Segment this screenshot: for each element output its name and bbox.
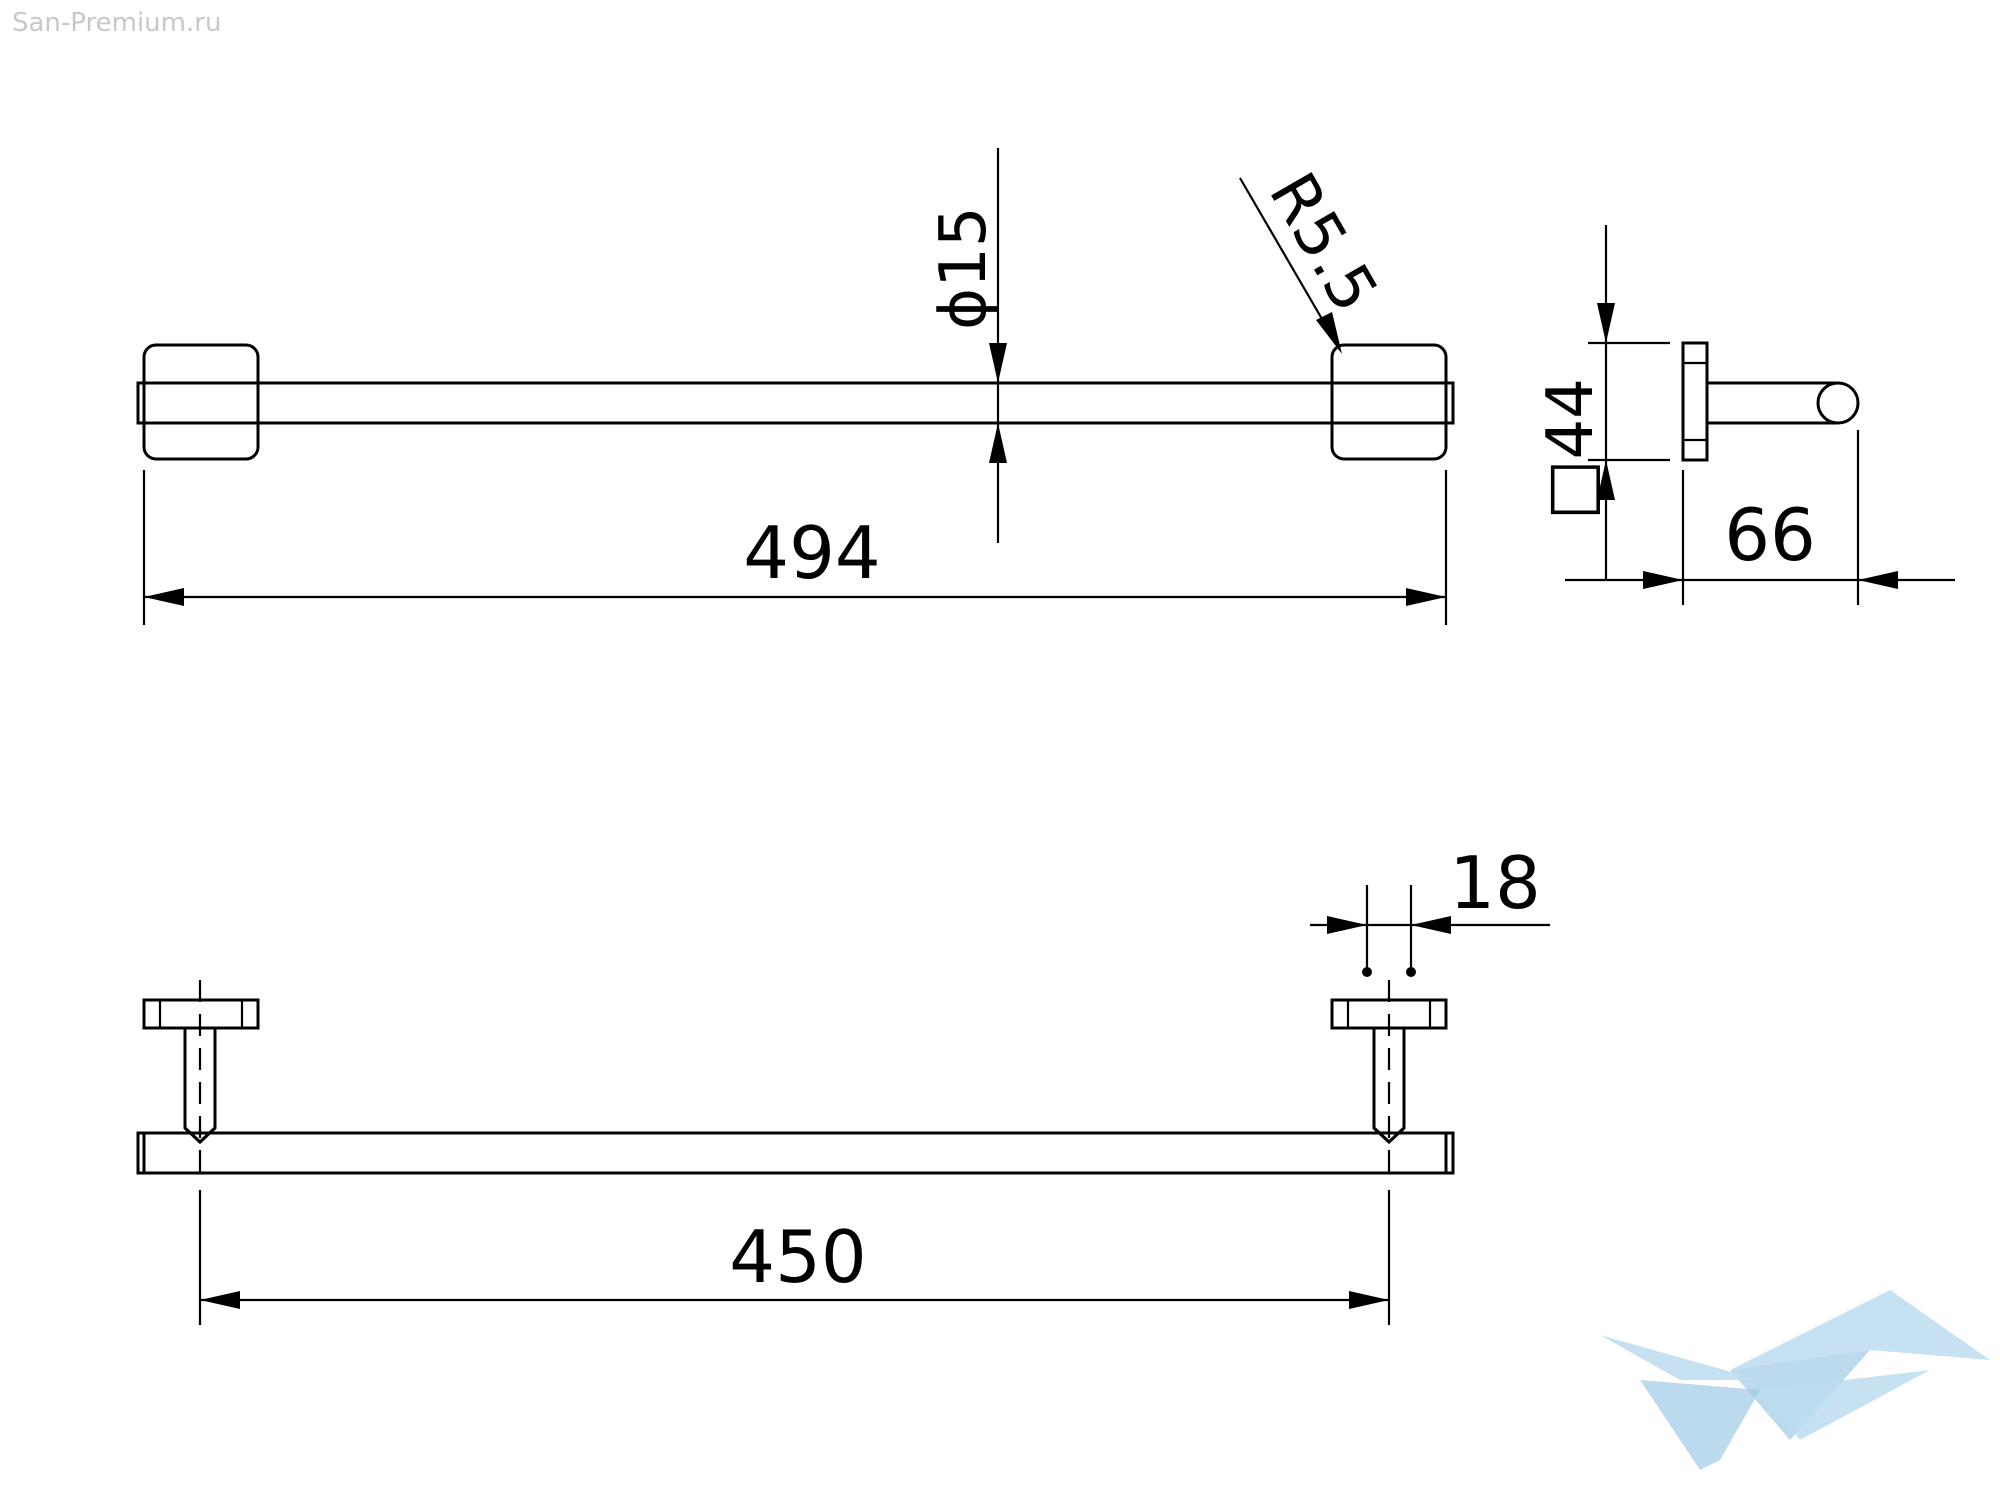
total-length-label: 494 — [743, 511, 880, 595]
radius-arrow — [1316, 312, 1342, 354]
length-arrow-left — [144, 588, 184, 606]
towel-bar — [136, 381, 1455, 425]
bathtub-logo — [1600, 1290, 1990, 1470]
bar-cross-section — [1816, 381, 1860, 425]
left-mount-block — [142, 343, 260, 461]
side-view: □44 66 — [1534, 225, 1955, 605]
radius-label: R5.5 — [1254, 161, 1391, 325]
plan-towel-bar — [136, 1131, 1455, 1175]
diameter-label: ϕ15 — [927, 206, 1001, 330]
front-view: ϕ15 R5.5 494 — [136, 148, 1455, 625]
side-wall-plate — [1681, 341, 1709, 462]
right-mount-block — [1330, 343, 1448, 461]
diameter-arrow-top — [989, 343, 1007, 383]
center-distance-label: 450 — [729, 1215, 866, 1299]
base-size-label: □44 — [1534, 378, 1608, 520]
diameter-arrow-bottom — [989, 423, 1007, 463]
projection-label: 66 — [1724, 493, 1816, 577]
plan-view: 18 450 — [136, 841, 1550, 1325]
length-arrow-right — [1406, 588, 1446, 606]
site-watermark: San-Premium.ru — [12, 8, 222, 38]
post-width-label: 18 — [1449, 841, 1541, 925]
